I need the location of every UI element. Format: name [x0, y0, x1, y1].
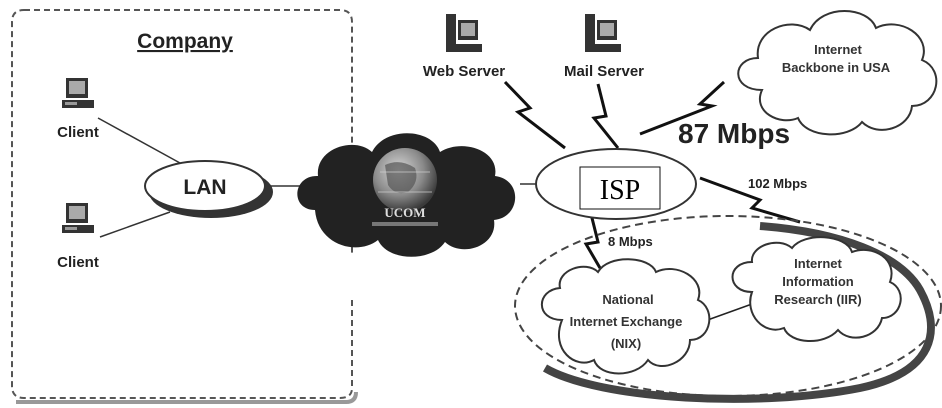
lan-label: LAN [183, 176, 226, 199]
nix-line1: National [602, 292, 653, 307]
company-box [11, 9, 358, 404]
iir-line2: Information [782, 274, 854, 289]
backbone-cloud [737, 10, 938, 136]
client-label: Client [57, 254, 99, 271]
mail-server-icon [585, 14, 621, 52]
company-title: Company [137, 30, 233, 53]
isp-label: ISP [600, 175, 640, 206]
iir-line3: Research (IIR) [774, 292, 861, 307]
web-server-icon [446, 14, 482, 52]
web-server-label: Web Server [423, 63, 505, 80]
client-computer-icon [62, 78, 94, 108]
ucom-label: UCOM [384, 205, 425, 220]
nix-cloud [540, 258, 711, 375]
nix-speed-label: 8 Mbps [608, 234, 653, 249]
iir-speed-label: 102 Mbps [748, 176, 807, 191]
isp-node [535, 148, 697, 220]
wireless-links [503, 80, 801, 269]
nix-line2: Internet Exchange [570, 314, 683, 329]
client-computer-icon [62, 203, 94, 233]
backbone-speed-label: 87 Mbps [678, 118, 790, 149]
iir-cloud [731, 236, 902, 343]
nix-line3: (NIX) [611, 336, 641, 351]
backbone-line1: Internet [814, 42, 862, 57]
client-label: Client [57, 124, 99, 141]
iir-line1: Internet [794, 256, 842, 271]
lan-node [144, 160, 273, 218]
backbone-line2: Backbone in USA [782, 60, 891, 75]
mail-server-label: Mail Server [564, 63, 644, 80]
ucom-cloud [297, 133, 516, 257]
